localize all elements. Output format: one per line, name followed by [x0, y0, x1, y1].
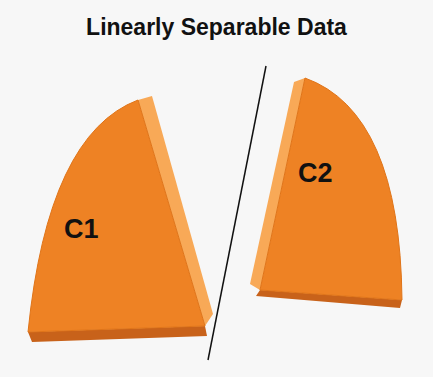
- wedge-face: [28, 100, 205, 332]
- class-label: C2: [298, 158, 333, 189]
- decision-boundary: [208, 66, 266, 360]
- diagram-title: Linearly Separable Data: [0, 14, 433, 41]
- wedge-shape: [20, 90, 232, 352]
- class-label: C1: [64, 214, 99, 245]
- class-wedge: C1: [20, 90, 232, 352]
- wedge-face: [260, 78, 402, 300]
- wedge-shape: [250, 72, 420, 312]
- class-wedge: C2: [250, 72, 420, 312]
